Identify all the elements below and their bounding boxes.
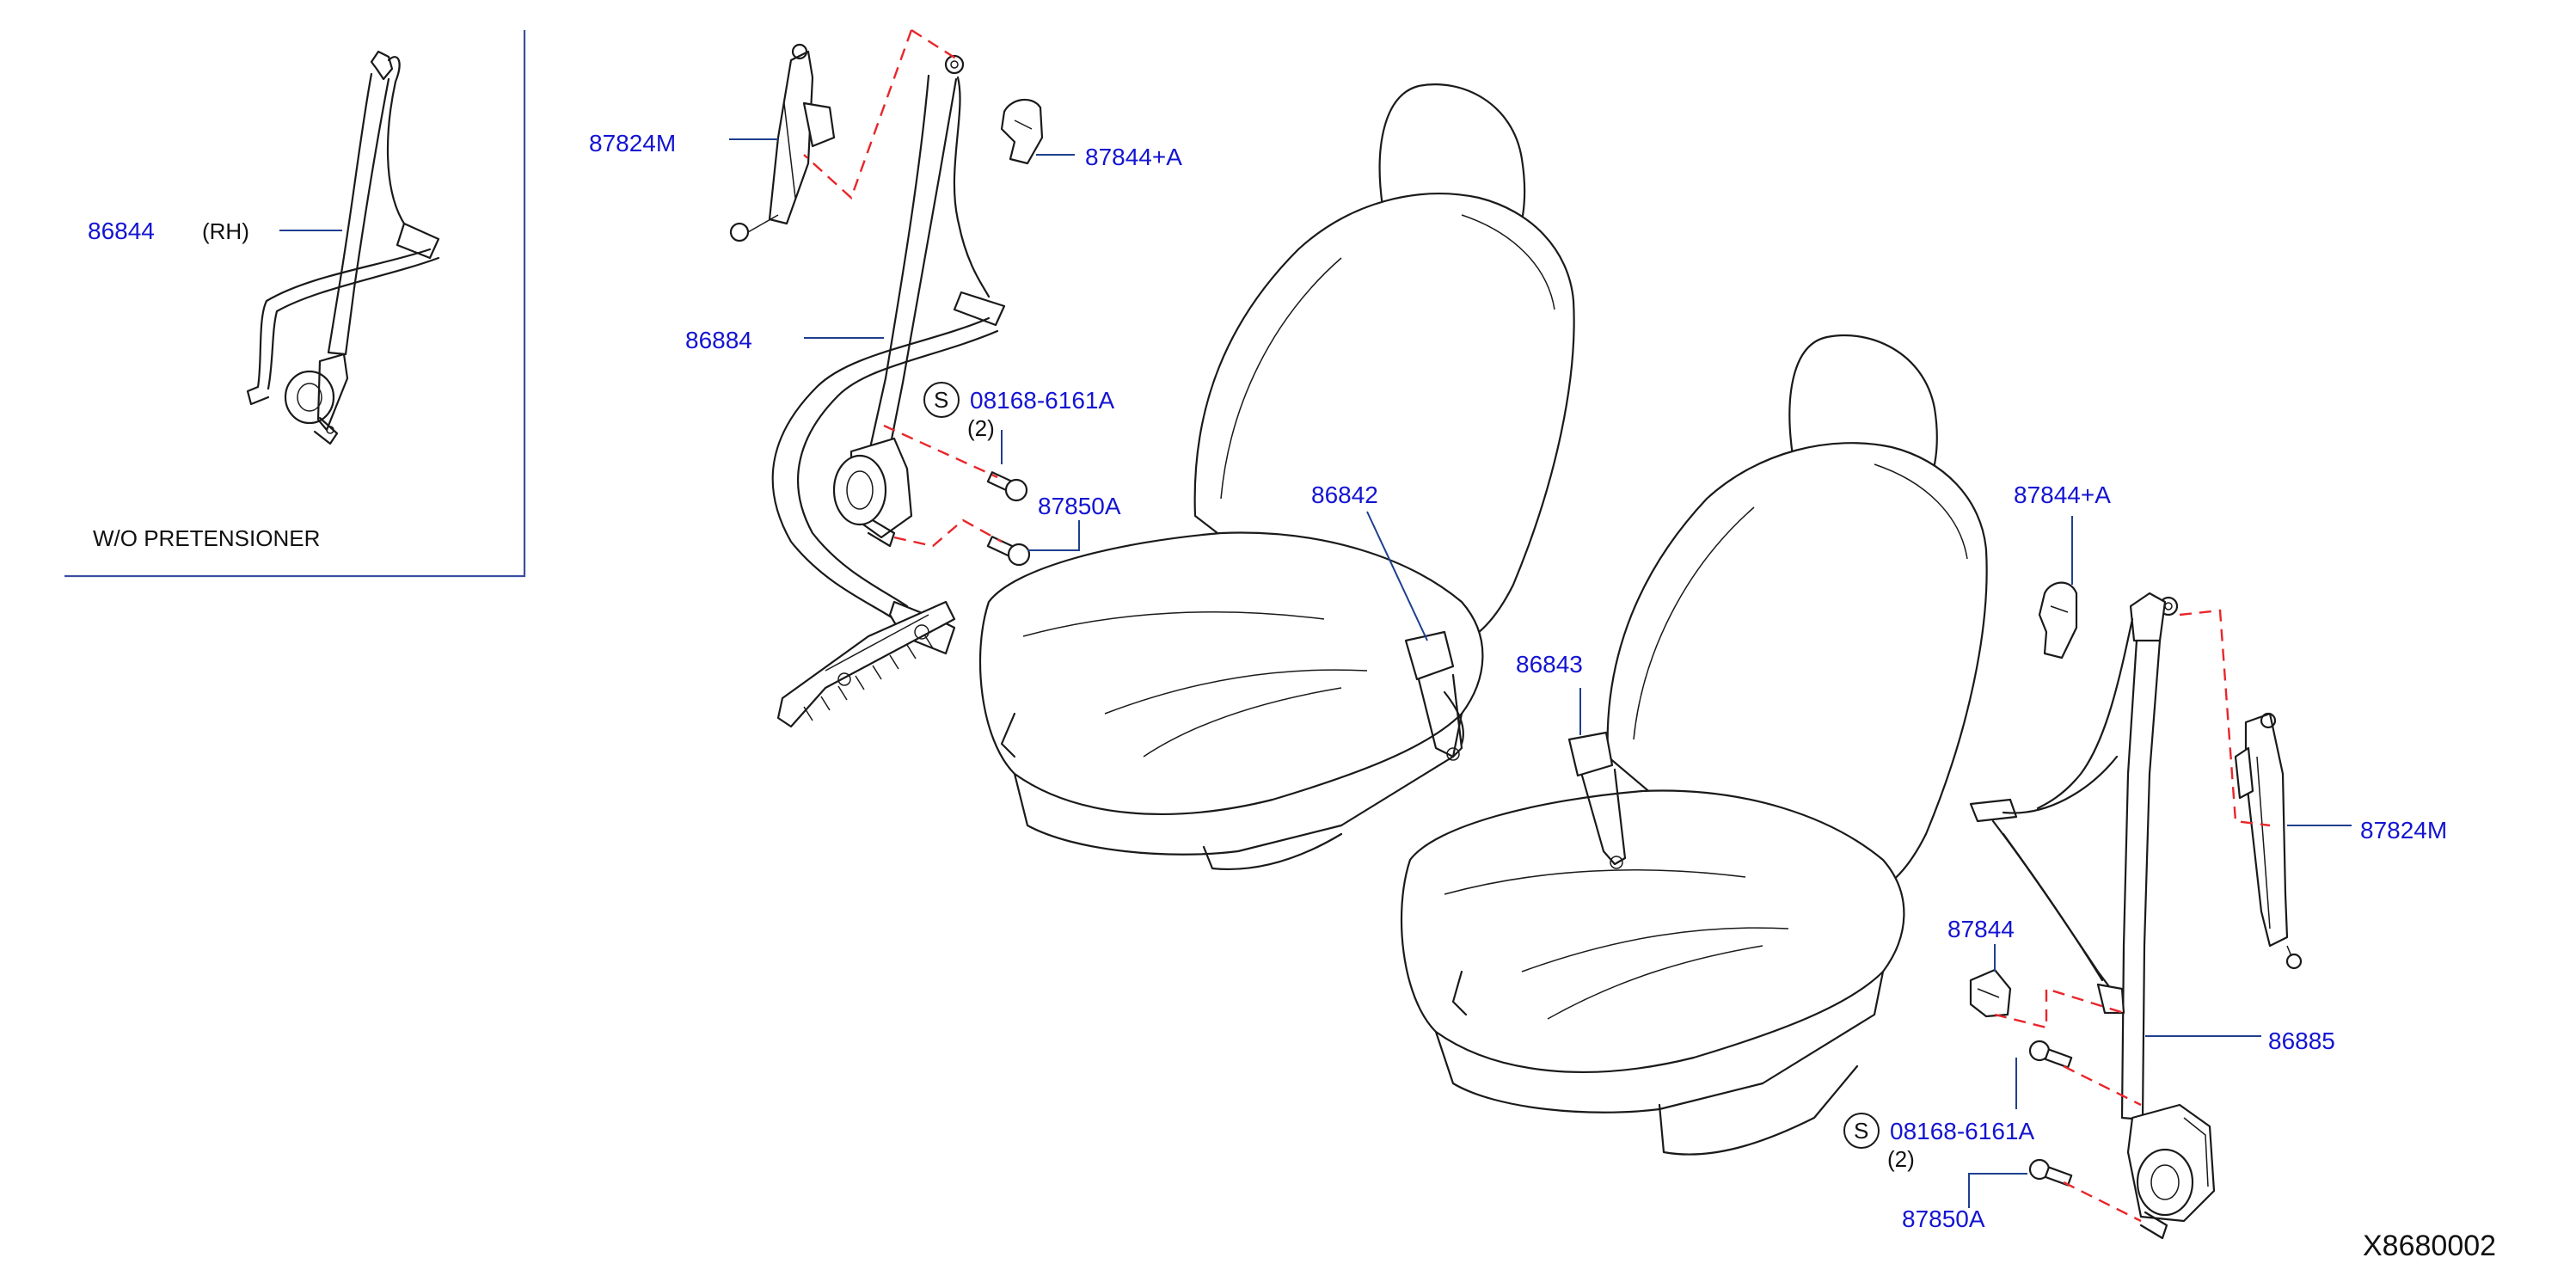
label-right-screw-code[interactable]: 08168-6161A — [1890, 1118, 2034, 1144]
right-bolt-lower — [2028, 1158, 2073, 1187]
right-cushion — [1400, 789, 1905, 1073]
left-buckle — [1404, 630, 1464, 761]
part-labels: 87824M 87844+A 86884 S 08168-6161A (2) 8… — [589, 130, 2496, 1262]
mounting-dash-lines — [803, 28, 2271, 1223]
right-standard-part-symbol: S — [1854, 1118, 1868, 1144]
inset-belt-illustration — [246, 50, 440, 445]
inset-side-note: (RH) — [202, 218, 249, 244]
label-right-cover[interactable]: 87844 — [1947, 916, 2015, 942]
right-backrest — [1606, 442, 1988, 900]
label-left-guide[interactable]: 87824M — [589, 130, 676, 156]
label-left-clip[interactable]: 87844+A — [1085, 144, 1182, 170]
left-seat — [978, 83, 1575, 871]
right-bolt-upper — [2028, 1040, 2073, 1069]
left-standard-part-symbol: S — [934, 387, 948, 413]
left-trim-clip — [1000, 98, 1044, 165]
right-seat — [1400, 334, 1988, 1156]
inset-footer-note: W/O PRETENSIONER — [93, 525, 320, 551]
leader-lines — [729, 138, 2352, 1208]
left-seat-base — [1013, 712, 1463, 856]
label-right-screw-qty: (2) — [1887, 1146, 1915, 1172]
right-buckle — [1567, 731, 1627, 869]
inset-frame — [64, 30, 526, 578]
diagram-code: X8680002 — [2363, 1230, 2496, 1262]
label-right-belt[interactable]: 86885 — [2268, 1028, 2335, 1054]
right-lower-cover — [1969, 968, 2012, 1018]
label-right-guide[interactable]: 87824M — [2360, 817, 2447, 844]
inset-panel: 86844 (RH) W/O PRETENSIONER — [64, 30, 526, 578]
right-trim-clip — [2038, 581, 2078, 659]
left-bolt-upper — [986, 471, 1028, 502]
left-cushion — [978, 531, 1484, 815]
right-belt-assembly — [1969, 592, 2216, 1240]
label-left-bolt[interactable]: 87850A — [1038, 493, 1121, 519]
label-buckle-left[interactable]: 86842 — [1311, 482, 1378, 508]
right-height-adjuster — [2234, 712, 2303, 970]
label-buckle-right[interactable]: 86843 — [1516, 651, 1583, 678]
label-left-screw-qty: (2) — [967, 415, 995, 441]
label-left-screw-code[interactable]: 08168-6161A — [970, 387, 1114, 414]
label-left-belt[interactable]: 86884 — [685, 327, 752, 353]
left-belt-assembly — [771, 54, 1006, 728]
right-standard-part-mark: S — [1843, 1113, 1880, 1149]
label-right-clip[interactable]: 87844+A — [2014, 482, 2111, 508]
left-bolt-lower — [986, 536, 1031, 567]
left-standard-part-mark: S — [923, 382, 960, 418]
left-height-adjuster — [729, 43, 836, 242]
inset-part-label[interactable]: 86844 — [88, 218, 155, 244]
label-right-bolt[interactable]: 87850A — [1902, 1205, 1985, 1232]
